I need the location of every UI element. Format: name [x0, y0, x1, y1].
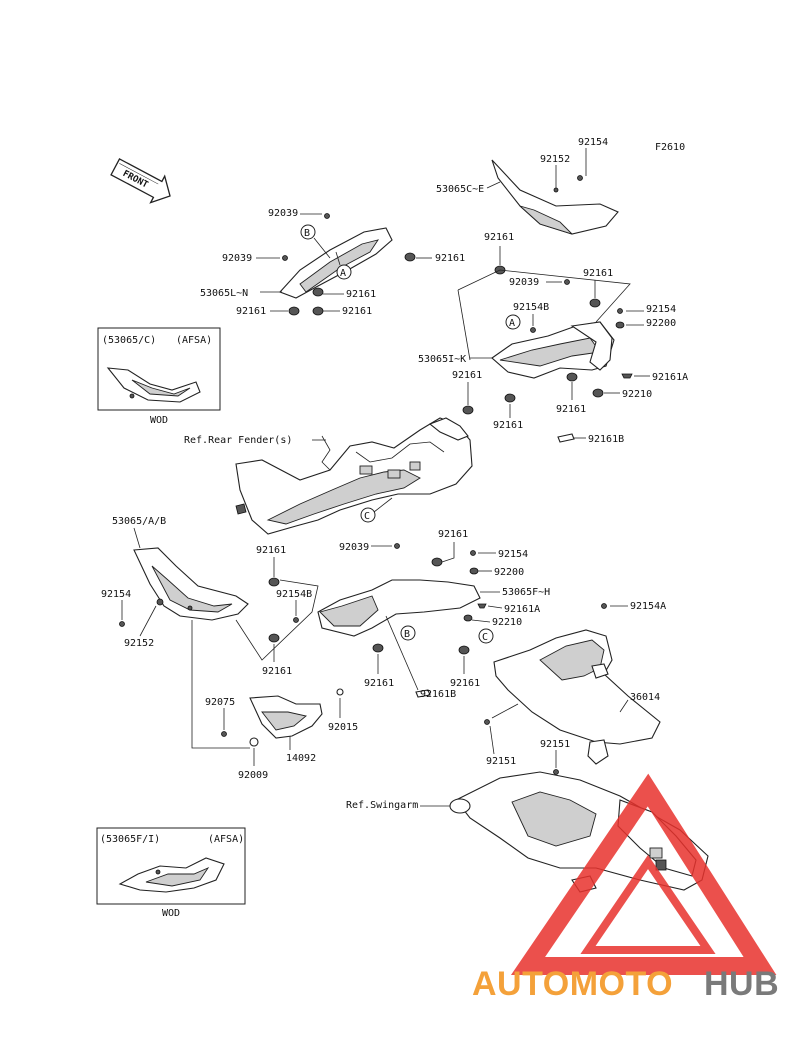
label-92039-c: 92039 — [509, 277, 539, 288]
inset-bottom-title: (53065F/I) — [100, 834, 160, 845]
chain-guard — [484, 603, 661, 775]
inset-bottom-caption: WOD — [162, 908, 180, 919]
label-53065ce: 53065C~E — [436, 184, 484, 195]
inset-top-title: (53065/C) — [102, 335, 156, 346]
callout-b2-label: B — [404, 629, 410, 640]
label-92161-c: 92161 — [236, 306, 266, 317]
label-92154b-a: 92154B — [513, 302, 549, 313]
label-92161-l: 92161 — [262, 666, 292, 677]
label-92161-e: 92161 — [484, 232, 514, 243]
watermark-text-part2: HUB — [704, 965, 779, 1003]
label-92075: 92075 — [205, 697, 235, 708]
label-92154a: 92154A — [630, 601, 666, 612]
rear-fender-ref — [235, 417, 473, 535]
front-arrow-icon: FRONT — [110, 158, 171, 204]
inset-53065f-afsa: (53065F/I) (AFSA) WOD — [96, 827, 246, 919]
callout-a1 — [336, 264, 352, 280]
side-cover-lower-middle — [268, 543, 487, 698]
label-92200-a: 92200 — [646, 318, 676, 329]
label-53065ik: 53065I~K — [418, 354, 466, 365]
side-cover-upper-right — [491, 159, 619, 235]
label-92161a-a: 92161A — [652, 372, 688, 383]
label-92161-a: 92161 — [435, 253, 465, 264]
label-92039-b: 92039 — [222, 253, 252, 264]
label-92161-i: 92161 — [493, 420, 523, 431]
callout-a2 — [505, 314, 521, 330]
label-92161-j: 92161 — [256, 545, 286, 556]
callout-a1-label: A — [340, 268, 346, 279]
label-92161a-b: 92161A — [504, 604, 540, 615]
label-92161-m: 92161 — [364, 678, 394, 689]
label-92154-b: 92154 — [646, 304, 676, 315]
label-53065ln: 53065L~N — [200, 288, 248, 299]
tail-cover-middle — [462, 265, 633, 443]
figure-code: F2610 — [655, 142, 685, 153]
label-92161-n: 92161 — [450, 678, 480, 689]
label-92161b-a: 92161B — [588, 434, 624, 445]
ref-swingarm-label: Ref.Swingarm — [346, 800, 418, 811]
label-92161-g: 92161 — [452, 370, 482, 381]
label-92151-b: 92151 — [486, 756, 516, 767]
callout-a2-label: A — [509, 318, 515, 329]
label-92154-c: 92154 — [498, 549, 528, 560]
label-92009: 92009 — [238, 770, 268, 781]
small-bracket — [221, 688, 344, 747]
callout-c1-label: C — [364, 511, 370, 522]
label-92161-h: 92161 — [556, 404, 586, 415]
inset-top-tag: (AFSA) — [176, 335, 212, 346]
callout-b2 — [400, 625, 416, 641]
inset-53065c-afsa: (53065/C) (AFSA) WOD — [97, 327, 221, 426]
callout-b1-label: B — [304, 228, 310, 239]
watermark-triangle-icon — [510, 773, 777, 975]
inset-bottom-tag: (AFSA) — [208, 834, 244, 845]
label-92154-d: 92154 — [101, 589, 131, 600]
label-92210-b: 92210 — [492, 617, 522, 628]
label-92161-b: 92161 — [346, 289, 376, 300]
label-92039-a: 92039 — [268, 208, 298, 219]
ref-rear-fender-label: Ref.Rear Fender(s) — [184, 435, 292, 446]
watermark-text-part1: AUTOMOTO — [472, 965, 673, 1003]
callout-b1 — [300, 224, 316, 240]
label-92161b-b: 92161B — [420, 689, 456, 700]
callout-c2-label: C — [482, 632, 488, 643]
label-92161-f: 92161 — [583, 268, 613, 279]
callout-c1 — [360, 507, 376, 523]
label-14092: 14092 — [286, 753, 316, 764]
label-92161-d: 92161 — [342, 306, 372, 317]
watermark-logo: AUTOMOTO HUB — [472, 773, 779, 1003]
label-36014: 36014 — [630, 692, 660, 703]
inset-top-caption: WOD — [150, 415, 168, 426]
label-53065fh: 53065F~H — [502, 587, 550, 598]
label-92200-b: 92200 — [494, 567, 524, 578]
label-92154-top: 92154 — [578, 137, 608, 148]
label-92154b-b: 92154B — [276, 589, 312, 600]
label-92210-a: 92210 — [622, 389, 652, 400]
label-92161-k: 92161 — [438, 529, 468, 540]
label-92015: 92015 — [328, 722, 358, 733]
label-92152-top: 92152 — [540, 154, 570, 165]
callout-c2 — [478, 628, 494, 644]
side-cover-lower-left — [119, 547, 249, 627]
label-53065ab: 53065/A/B — [112, 516, 166, 527]
label-92039-d: 92039 — [339, 542, 369, 553]
label-92151-a: 92151 — [540, 739, 570, 750]
label-92152-b: 92152 — [124, 638, 154, 649]
